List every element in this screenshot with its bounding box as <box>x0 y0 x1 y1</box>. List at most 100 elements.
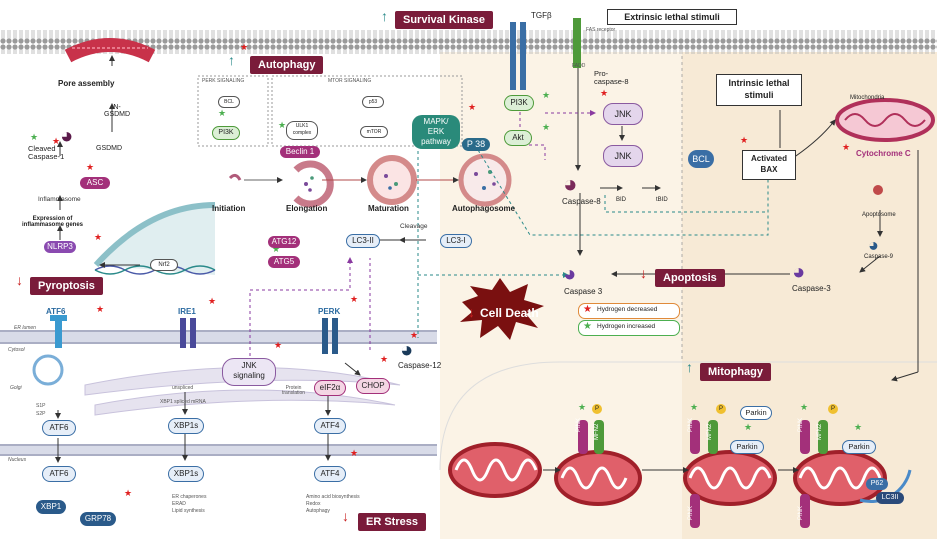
gsdmd-label: GSDMD <box>96 145 123 152</box>
pink-label-1: PINK <box>576 417 582 432</box>
green-star-icon: ★ <box>272 245 280 255</box>
golgi-shape <box>32 354 64 386</box>
lc3ii-mito-pill: LC3II <box>876 492 904 504</box>
xbp1s-nucleus-pill: XBP1s <box>168 466 204 482</box>
caspase8-label: Caspase-8 <box>562 197 601 206</box>
nucleus-label: Nucleus <box>8 457 27 463</box>
er-stress-banner: ER Stress <box>358 513 426 531</box>
pyroptosis-banner: Pyroptosis <box>30 277 103 295</box>
unspliced-label: unspliced <box>172 385 194 391</box>
activated-bax-box: Activated BAX <box>742 150 796 180</box>
parkin-pill-c: Parkin <box>842 440 876 454</box>
p38-pill: P 38 <box>462 138 490 151</box>
jnk-pill-2: JNK <box>603 145 643 167</box>
ire1-label: IRE1 <box>178 307 196 316</box>
green-star-icon: ★ <box>542 91 550 101</box>
green-star-icon: ★ <box>583 321 592 332</box>
up-arrow-icon: ↑ <box>381 8 388 24</box>
cleaved-caspase1-label: Cleaved Caspase-1 <box>28 144 65 161</box>
atf6-receptor <box>50 315 67 348</box>
red-star-icon: ★ <box>240 43 248 53</box>
mtor-pill: mTOR <box>360 126 388 138</box>
chop-pill: CHOP <box>356 378 390 394</box>
mitochondrion-3 <box>683 450 777 506</box>
nrf2-pill: Nrf2 <box>150 259 178 271</box>
caspase8-icon: ◕ <box>563 171 578 198</box>
initiation-label: Initiation <box>212 204 246 213</box>
green-star-icon: ★ <box>854 423 862 433</box>
bid-label: BID <box>616 197 627 203</box>
red-star-icon: ★ <box>468 103 476 113</box>
caspase3-mid-label: Caspase 3 <box>564 287 603 296</box>
atf6-cytosol-pill: ATF6 <box>42 420 76 436</box>
autophagosome-shape <box>458 153 512 207</box>
s1p-label: S1P <box>36 403 46 409</box>
caspase9-icon: ◕ <box>868 235 879 255</box>
fas-receptor <box>573 18 581 68</box>
red-star-icon: ★ <box>52 137 60 147</box>
caspase3-icon: ◕ <box>563 261 577 286</box>
down-arrow-icon: ↓ <box>468 304 475 320</box>
atf6-top-label: ATF6 <box>46 307 66 316</box>
atg12-pill: ATG12 <box>268 236 300 248</box>
legend-increased-label: Hydrogen increased <box>597 323 656 330</box>
perk-signaling-label: PERK SIGNALING <box>202 78 245 84</box>
mitochondrion-2 <box>554 450 642 506</box>
xbp1-pill: XBP1 <box>36 500 66 514</box>
red-star-icon: ★ <box>410 331 418 341</box>
apoptosis-banner: Apoptosis <box>655 269 725 287</box>
cleavage-label: Cleavage <box>400 223 428 230</box>
red-star-icon: ★ <box>583 304 592 315</box>
caspase12-icon: ◕ <box>400 337 414 362</box>
green-star-icon: ★ <box>578 403 586 413</box>
jnk-pill-1: JNK <box>603 103 643 125</box>
nlrp3-pill: NLRP3 <box>44 241 76 253</box>
legend-increased: ★ Hydrogen increased <box>578 320 680 336</box>
fas-receptor-label: FAS receptor <box>586 27 616 33</box>
p53-pill: p53 <box>362 96 384 108</box>
parkin-pill-b: Parkin <box>730 440 764 454</box>
mtor-signaling-label: MTOR SIGNALING <box>328 78 372 84</box>
spliced-label: XBP1 spliced mRNA <box>160 399 206 405</box>
pink-label-5: PINK <box>798 505 804 520</box>
asc-pill: ASC <box>80 177 110 189</box>
pore-assembly-label: Pore assembly <box>58 79 115 88</box>
pink-label-2: PINK <box>688 417 694 432</box>
mitophagy-banner: Mitophagy <box>700 363 771 381</box>
red-star-icon: ★ <box>124 489 132 499</box>
legend-decreased-label: Hydrogen decreased <box>597 306 658 313</box>
down-arrow-icon: ↓ <box>640 265 647 281</box>
phospho-p-badge: P <box>828 404 838 414</box>
golgi-label: Golgi <box>10 385 22 391</box>
autophagy-banner: Autophagy <box>250 56 324 74</box>
perk-label: PERK <box>318 307 341 316</box>
pi3k-pill: PI3K <box>504 95 534 111</box>
cell-death-burst <box>460 278 544 340</box>
mfn2-label-3: MFN2 <box>817 423 823 440</box>
red-star-icon: ★ <box>86 163 94 173</box>
mapk-erk-pill: MAPK/ ERK pathway <box>412 115 460 149</box>
green-star-icon: ★ <box>744 423 752 433</box>
caspase3-right-icon: ◕ <box>792 259 806 284</box>
down-arrow-icon: ↓ <box>16 272 23 288</box>
tgfb-label: TGFβ <box>531 11 552 20</box>
green-star-icon: ★ <box>800 403 808 413</box>
apoptosome-label: Apoptosome <box>862 212 896 218</box>
gsdmd-pore <box>64 38 156 63</box>
mfn2-label-1: MFN2 <box>594 423 600 440</box>
atf4-pill: ATF4 <box>314 418 346 434</box>
procaspase8-label: Pro- caspase-8 <box>594 69 629 86</box>
green-star-icon: ★ <box>278 121 286 131</box>
n-gsdmd-label: N- GSDMD <box>104 104 131 119</box>
apoptosome-shape <box>873 185 883 195</box>
mitochondrion-1 <box>448 442 542 498</box>
green-star-icon: ★ <box>218 109 226 119</box>
caspase12-label: Caspase-12 <box>398 361 442 370</box>
cytosol-label: Cytosol <box>8 347 25 353</box>
intrinsic-stimuli-box: Intrinsic lethal stimuli <box>716 74 802 106</box>
lc3ii-pill: LC3-II <box>346 234 380 248</box>
caspase1-icon: ◕ <box>60 123 74 148</box>
plasma-membrane <box>0 30 937 54</box>
perk-receptor <box>322 318 338 354</box>
